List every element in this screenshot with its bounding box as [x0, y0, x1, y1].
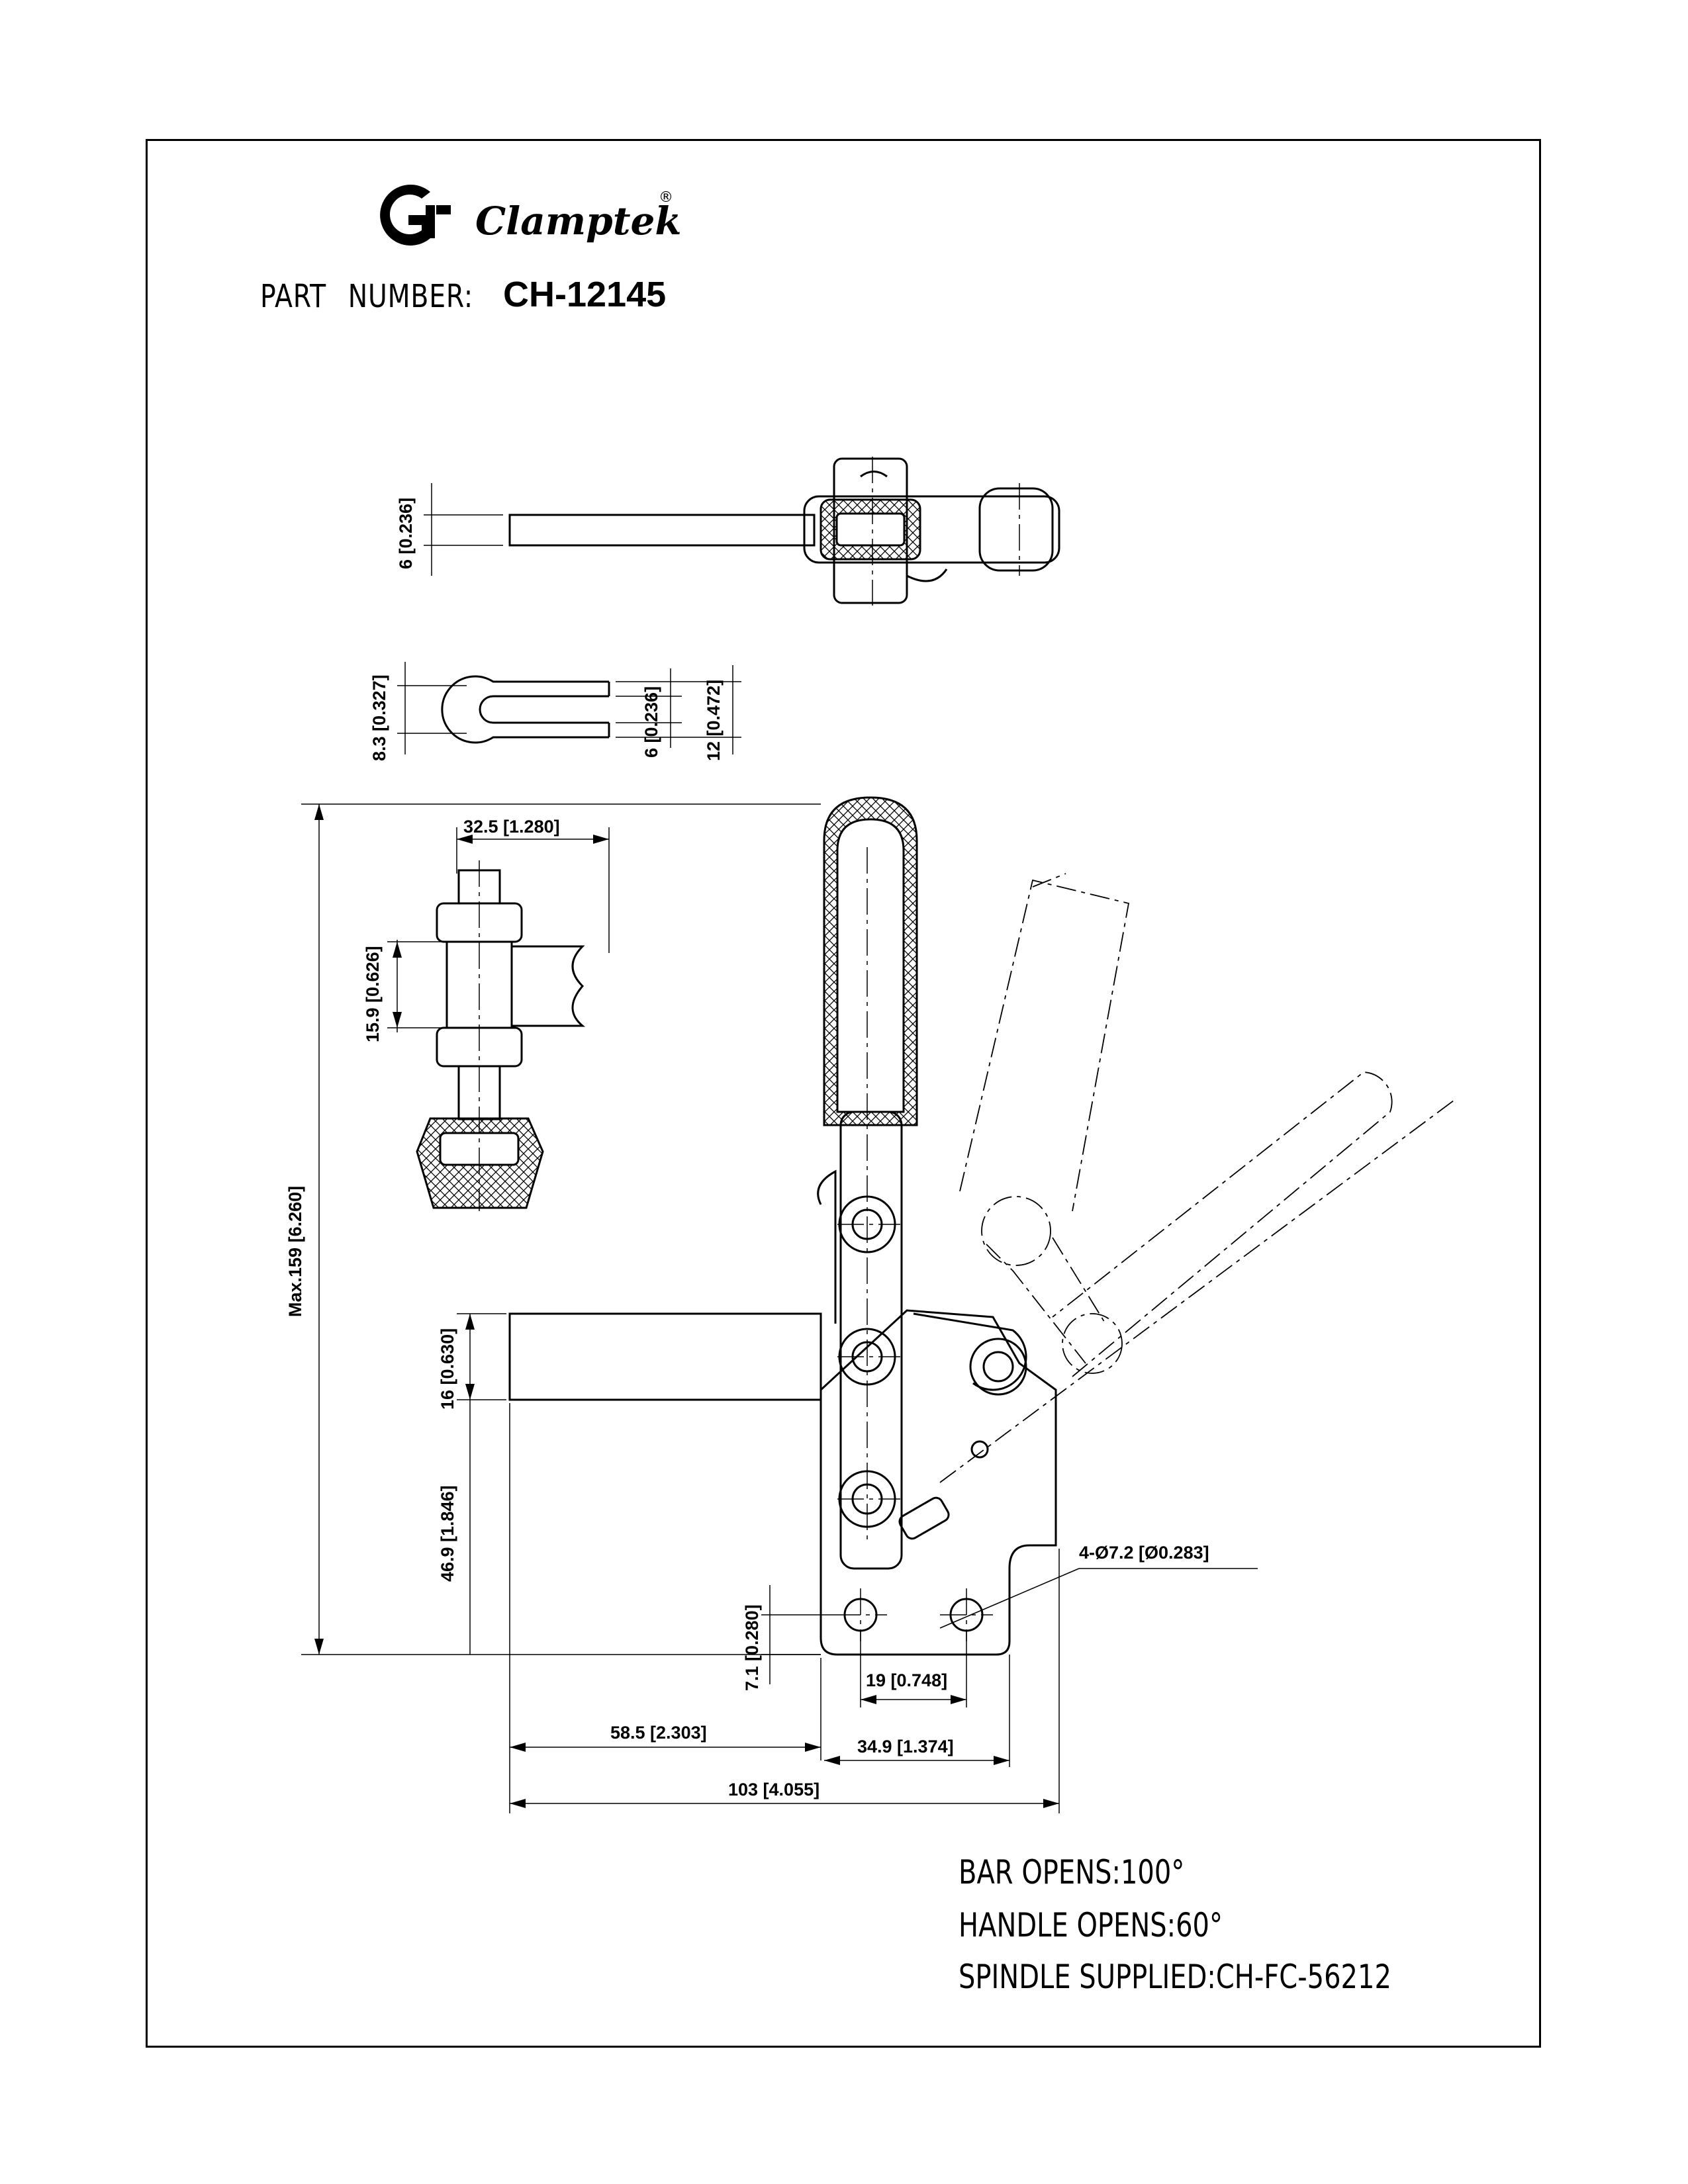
top-view	[508, 457, 1060, 604]
note-bar-opens: BAR OPENS:100°	[959, 1853, 1185, 1891]
dim-spindle-width: 32.5 [1.280]	[463, 817, 560, 837]
spindle-view	[416, 869, 586, 1209]
dim-bar-reach: 58.5 [2.303]	[610, 1723, 707, 1743]
open-position-phantom	[939, 873, 1457, 1483]
dim-clip-width: 12 [0.472]	[704, 680, 724, 761]
dim-bar-height: 16 [0.630]	[438, 1328, 457, 1410]
dim-spindle-mount: 15.9 [0.626]	[363, 946, 383, 1042]
number-label: NUMBER:	[348, 278, 473, 315]
part-label: PART	[260, 278, 326, 315]
dim-clip-slot: 6 [0.236]	[641, 686, 661, 758]
dim-overall-length: 103 [4.055]	[728, 1780, 820, 1799]
dim-bar-base-height: 46.9 [1.846]	[438, 1485, 457, 1582]
part-number-value: CH-12145	[503, 275, 667, 314]
registered-mark: ®	[659, 189, 673, 206]
note-spindle: SPINDLE SUPPLIED:CH-FC-56212	[959, 1958, 1391, 1996]
dim-hole-spacing: 19 [0.748]	[866, 1670, 947, 1690]
dim-max-height: Max.159 [6.260]	[285, 1186, 305, 1317]
drawing-border	[146, 139, 1541, 2048]
clamp-side-view	[508, 796, 1057, 1656]
note-handle-opens: HANDLE OPENS:60°	[959, 1906, 1223, 1944]
dim-hole-offset: 7.1 [0.280]	[742, 1604, 762, 1691]
brand-name: Clamptek	[475, 199, 682, 244]
dim-mounting-holes: 4-Ø7.2 [Ø0.283]	[1079, 1543, 1209, 1563]
dim-clip-radius: 8.3 [0.327]	[369, 674, 389, 761]
dim-top-bar-thickness: 6 [0.236]	[396, 498, 416, 569]
dim-base-width: 34.9 [1.374]	[857, 1737, 954, 1756]
clamptek-logo-icon	[380, 184, 451, 246]
part-number-label: PART NUMBER:	[260, 278, 495, 315]
u-clip-view	[441, 675, 610, 744]
